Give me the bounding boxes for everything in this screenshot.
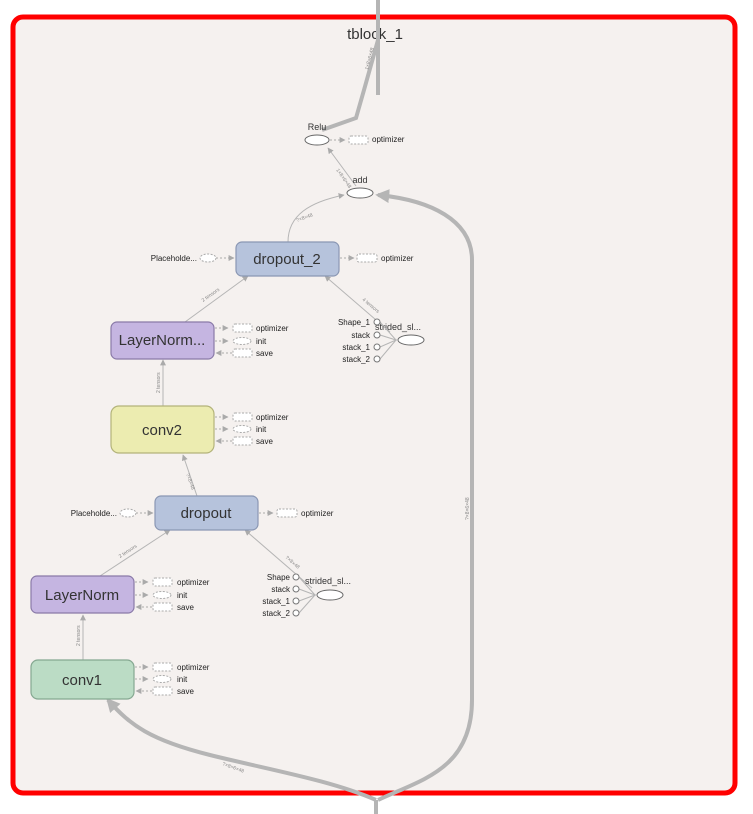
tblock-group-box[interactable] (10, 14, 738, 796)
const-label: stack_1 (342, 343, 370, 352)
edge-label: ?×8×48 (296, 212, 314, 224)
strided-top-label: strided_sl... (375, 322, 421, 332)
const-stack-1[interactable] (373, 343, 381, 351)
layernorm-bottom-init-node[interactable] (152, 591, 172, 599)
layernorm-bottom-save-node[interactable] (152, 602, 173, 612)
const-label: stack (271, 585, 291, 594)
add-label: add (352, 175, 367, 185)
init-label: init (177, 675, 188, 684)
strided-bottom-ellipse (316, 589, 344, 601)
conv1-init-node[interactable] (152, 675, 172, 683)
edge-dropout-to-conv2 (181, 454, 198, 497)
conv1-optimizer-node[interactable] (152, 662, 173, 672)
placeholder-top-node[interactable] (199, 253, 217, 263)
edge-label: ?×8×6×48 (465, 497, 471, 520)
relu-label: Relu (308, 122, 327, 132)
layernorm-bottom-optimizer-node[interactable] (152, 577, 173, 587)
const-label: Shape (267, 573, 291, 582)
layernorm-top-save-node[interactable] (232, 348, 253, 358)
optimizer-label: optimizer (256, 324, 289, 333)
add-ellipse (346, 187, 374, 199)
dropout-node[interactable]: dropout (154, 495, 259, 531)
relu-ellipse (304, 134, 330, 146)
strided-top-ellipse (397, 334, 425, 346)
layernorm-bottom-box (30, 575, 135, 614)
conv2-box (110, 405, 215, 454)
add-node[interactable]: add (346, 175, 374, 199)
edge-add-to-relu (327, 147, 357, 187)
layernorm-bottom-label: LayerNorm (45, 587, 119, 604)
conv1-label: conv1 (62, 672, 102, 689)
conv1-box (30, 659, 135, 700)
edge-layernorm-top-to-dropout2 (184, 275, 249, 323)
layernorm-top-optimizer-node[interactable] (232, 323, 253, 333)
save-label: save (256, 349, 273, 358)
edge-label: 1×8×6×48 (364, 47, 376, 71)
dropout-2-optimizer-node[interactable] (356, 253, 378, 263)
const-edge (298, 576, 317, 614)
conv2-label: conv2 (142, 422, 182, 439)
strided-bottom-label: strided_sl... (305, 576, 351, 586)
optimizer-label: optimizer (177, 663, 210, 672)
conv2-init-node[interactable] (232, 425, 252, 433)
const-group-top: Shape_1 stack stack_1 stack_2 (338, 318, 398, 364)
placeholder-top-label: Placeholde... (151, 254, 197, 263)
init-label: init (256, 425, 267, 434)
dropout-2-label: dropout_2 (253, 251, 321, 268)
placeholder-bottom-label: Placeholde... (71, 509, 117, 518)
const-edge (379, 321, 398, 360)
conv2-save-node[interactable] (232, 436, 253, 446)
edge-in-to-relu (321, 0, 380, 132)
edge-input-to-add (375, 189, 474, 802)
const-stack[interactable] (373, 331, 381, 339)
layernorm-top-box (110, 321, 215, 360)
layernorm-top-node[interactable]: LayerNorm... (110, 321, 215, 360)
dropout-label: dropout (181, 505, 233, 522)
save-label: save (177, 687, 194, 696)
optimizer-label: optimizer (256, 413, 289, 422)
const-shape[interactable] (292, 573, 300, 581)
edge-label: 2 tensors (156, 372, 162, 393)
const-shape-1[interactable] (373, 318, 381, 326)
relu-node[interactable]: Relu (304, 122, 330, 146)
dropout-optimizer-node[interactable] (276, 508, 298, 518)
const-label: stack_2 (262, 609, 290, 618)
group-title: tblock_1 (347, 26, 403, 43)
edge-input-to-conv1 (106, 697, 377, 802)
conv1-save-node[interactable] (152, 686, 173, 696)
const-group-bottom: Shape stack stack_1 stack_2 (262, 573, 317, 618)
layernorm-bottom-node[interactable]: LayerNorm (30, 575, 135, 614)
layernorm-top-init-node[interactable] (232, 337, 252, 345)
edge-layernorm-bottom-to-dropout (99, 529, 171, 577)
dropout-2-box (235, 241, 340, 277)
const-stack[interactable] (292, 585, 300, 593)
const-label: Shape_1 (338, 318, 371, 327)
const-label: stack (351, 331, 371, 340)
relu-optimizer-node[interactable] (348, 135, 369, 145)
relu-optimizer-label: optimizer (372, 135, 405, 144)
dropout-box (154, 495, 259, 531)
edge-dropout2-to-add (287, 193, 345, 243)
dropout-2-optimizer-label: optimizer (381, 254, 414, 263)
const-label: stack_1 (262, 597, 290, 606)
init-label: init (177, 591, 188, 600)
edge-label: ?×8×48 (184, 473, 196, 491)
dropout-2-node[interactable]: dropout_2 (235, 241, 340, 277)
init-label: init (256, 337, 267, 346)
save-label: save (256, 437, 273, 446)
optimizer-label: optimizer (177, 578, 210, 587)
conv2-optimizer-node[interactable] (232, 412, 253, 422)
const-stack-2[interactable] (292, 609, 300, 617)
dropout-optimizer-label: optimizer (301, 509, 334, 518)
const-label: stack_2 (342, 355, 370, 364)
conv2-node[interactable]: conv2 (110, 405, 215, 454)
save-label: save (177, 603, 194, 612)
const-stack-1[interactable] (292, 597, 300, 605)
const-stack-2[interactable] (373, 355, 381, 363)
layernorm-top-label: LayerNorm... (119, 332, 206, 349)
placeholder-bottom-node[interactable] (119, 508, 137, 518)
conv1-node[interactable]: conv1 (30, 659, 135, 700)
edge-label: 2 tensors (76, 625, 82, 646)
